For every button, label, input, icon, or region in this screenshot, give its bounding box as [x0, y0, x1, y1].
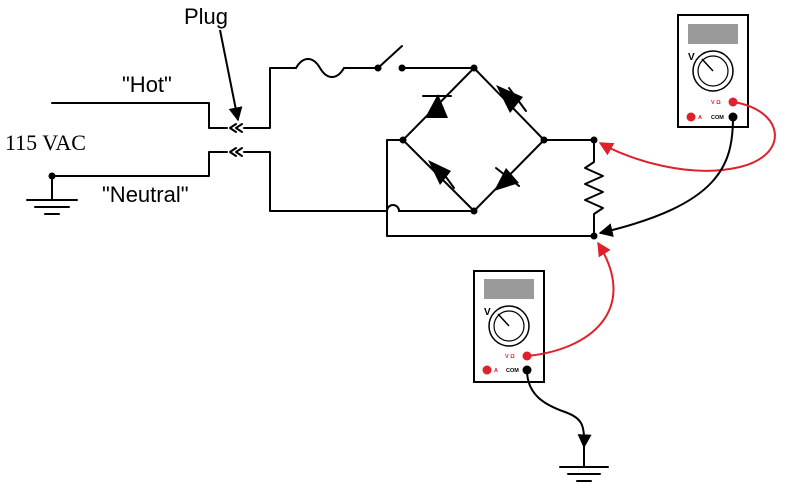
plug-label: Plug — [184, 4, 228, 29]
neutral-wire — [51, 151, 228, 177]
plug-connector — [229, 123, 243, 157]
multimeter-top-red-lead — [598, 101, 776, 172]
neutral-label: "Neutral" — [102, 182, 189, 207]
multimeter-bottom-needle-label: V — [484, 307, 491, 318]
source-voltage-label: 115 VAC — [5, 130, 86, 155]
multimeter-bottom-amp-label: A — [494, 368, 498, 374]
multimeter-bottom-needle — [497, 313, 510, 327]
multimeter-bottom-display — [484, 279, 534, 299]
multimeter-bottom-amp-jack[interactable] — [482, 365, 492, 375]
multimeter-top-needle — [701, 58, 714, 72]
hot-label: "Hot" — [122, 72, 172, 97]
multimeter-top-amp-label: A — [698, 115, 702, 121]
switch-lever — [377, 45, 403, 69]
negative-return-wire — [386, 139, 595, 237]
neutral-plug-wire — [243, 151, 388, 212]
multimeter-top-vohm-label: V Ω — [711, 100, 721, 106]
resistor-bottom-node — [590, 232, 598, 240]
multimeter-top-needle-label: V — [688, 52, 695, 63]
source-ground-symbol — [26, 175, 78, 215]
bridge-rectifier — [399, 64, 548, 215]
multimeter-bottom-red-lead — [526, 241, 615, 357]
fuse — [295, 58, 345, 78]
hot-wire — [51, 102, 228, 129]
hot-plug-wire — [243, 67, 297, 129]
load-resistor — [584, 139, 604, 237]
multimeter-bottom-com-label: COM — [506, 368, 519, 374]
multimeter-top: V V Ω A COM — [677, 14, 749, 128]
plug-pointer-arrow — [219, 29, 243, 122]
multimeter-top-display — [688, 24, 738, 44]
meter-ground-symbol — [559, 446, 609, 482]
multimeter-top-com-label: COM — [711, 115, 724, 121]
resistor-top-node — [590, 136, 598, 144]
multimeter-top-black-lead — [598, 116, 734, 237]
multimeter-bottom: V V Ω A COM — [473, 270, 545, 383]
multimeter-top-amp-jack[interactable] — [686, 112, 696, 122]
wire-crossover-hop — [386, 204, 400, 212]
multimeter-bottom-vohm-label: V Ω — [505, 354, 515, 360]
multimeter-bottom-black-lead — [526, 369, 592, 449]
